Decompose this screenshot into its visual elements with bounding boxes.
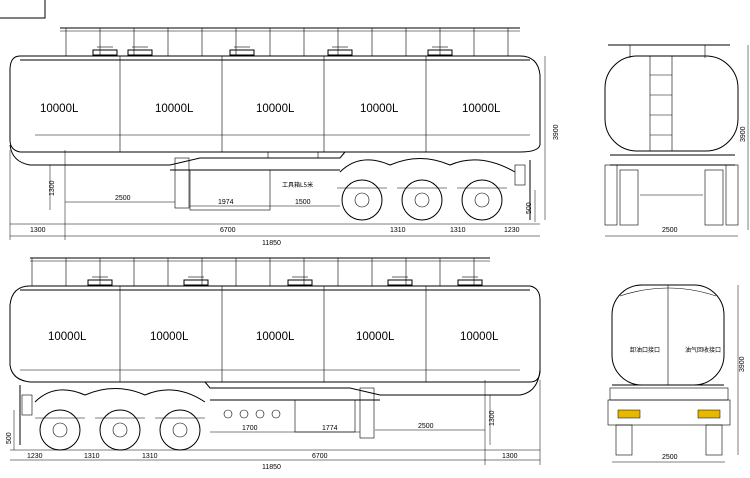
top-dim-toolbox: 1974 xyxy=(218,199,234,206)
bottom-end-view: 卸油口接口 油气回收接口 2500 3900 xyxy=(607,284,746,463)
top-dim-front-overhang: 1300 xyxy=(30,227,46,234)
title-block-corner xyxy=(0,0,46,19)
top-end-width-dim: 2500 xyxy=(662,227,678,234)
bottom-compartment-4-label: 10000L xyxy=(356,331,395,343)
wheel-hub xyxy=(52,422,68,438)
top-compartment-4-label: 10000L xyxy=(360,103,399,115)
bottom-compartment-5-label: 10000L xyxy=(460,331,499,343)
manhole-cover xyxy=(287,279,313,286)
top-compartment-1-label: 10000L xyxy=(40,103,79,115)
bottom-end-right-label: 油气回收接口 xyxy=(685,346,721,354)
wheel-hub xyxy=(354,192,370,208)
wheel xyxy=(39,409,81,451)
top-dim-axle-1: 1310 xyxy=(390,227,406,234)
top-dim-wheelbase: 6700 xyxy=(220,227,236,234)
top-dim-kingpin: 2500 xyxy=(115,195,131,202)
top-compartment-3-label: 10000L xyxy=(256,103,295,115)
wheel-hub xyxy=(172,422,188,438)
bottom-end-left-label: 卸油口接口 xyxy=(630,346,660,354)
hose-reel xyxy=(271,409,281,419)
top-dim-rear-overhang: 1230 xyxy=(504,227,520,234)
top-axle-note: 工具箱L5米 xyxy=(282,181,313,189)
hose-reel xyxy=(223,409,233,419)
manhole-cover xyxy=(427,49,453,56)
bottom-dim-toolbox: 1700 xyxy=(242,425,258,432)
manhole-cover xyxy=(457,279,483,286)
manhole-cover xyxy=(183,279,209,286)
top-dim-left-height: 1300 xyxy=(49,180,56,196)
bottom-compartment-1-label: 10000L xyxy=(48,331,87,343)
hose-reel xyxy=(255,409,265,419)
bottom-dim-rear-overhang: 1230 xyxy=(27,453,43,460)
top-dim-support: 1500 xyxy=(295,199,311,206)
bottom-dim-right-height: 1300 xyxy=(489,410,496,426)
bottom-dim-support: 1774 xyxy=(322,425,338,432)
hose-reel xyxy=(239,409,249,419)
bottom-dim-wheelbase: 6700 xyxy=(312,453,328,460)
bottom-compartment-2-label: 10000L xyxy=(150,331,189,343)
manhole-cover xyxy=(327,49,353,56)
bottom-compartment-3-label: 10000L xyxy=(256,331,295,343)
top-side-view: 10000L 10000L 10000L 10000L 10000L 工具箱L5… xyxy=(9,27,560,247)
wheel-hub xyxy=(414,192,430,208)
manhole-cover xyxy=(87,279,113,286)
bottom-end-width-dim: 2500 xyxy=(662,454,678,461)
top-compartment-2-label: 10000L xyxy=(155,103,194,115)
top-end-view: 2500 3900 xyxy=(604,44,749,237)
bottom-dim-front-overhang: 1300 xyxy=(502,453,518,460)
bottom-dim-axle-2: 1310 xyxy=(142,453,158,460)
bottom-dim-axle-1: 1310 xyxy=(84,453,100,460)
manhole-cover xyxy=(92,49,118,56)
wheel xyxy=(159,409,201,451)
manhole-cover xyxy=(387,279,413,286)
wheel-hub xyxy=(112,422,128,438)
manhole-cover xyxy=(229,49,255,56)
wheel xyxy=(99,409,141,451)
top-dim-wheel-height: 500 xyxy=(526,202,533,214)
manhole-cover xyxy=(127,49,153,56)
bottom-end-height-dim: 3900 xyxy=(739,356,746,372)
wheel xyxy=(401,179,443,221)
top-compartment-5-label: 10000L xyxy=(462,103,501,115)
wheel xyxy=(461,179,503,221)
bottom-dim-wheel-height: 500 xyxy=(6,432,13,444)
top-end-height-dim: 3900 xyxy=(740,126,747,142)
bottom-side-view: 10000L 10000L 10000L 10000L 10000L 1230 … xyxy=(6,257,541,471)
top-dim-axle-2: 1310 xyxy=(450,227,466,234)
wheel-hub xyxy=(474,192,490,208)
bottom-dim-total-length: 11850 xyxy=(262,464,281,471)
top-dim-total-height: 3900 xyxy=(553,124,560,140)
bottom-dim-kingpin: 2500 xyxy=(418,423,434,430)
wheel xyxy=(341,179,383,221)
top-dim-total-length: 11850 xyxy=(262,240,281,247)
